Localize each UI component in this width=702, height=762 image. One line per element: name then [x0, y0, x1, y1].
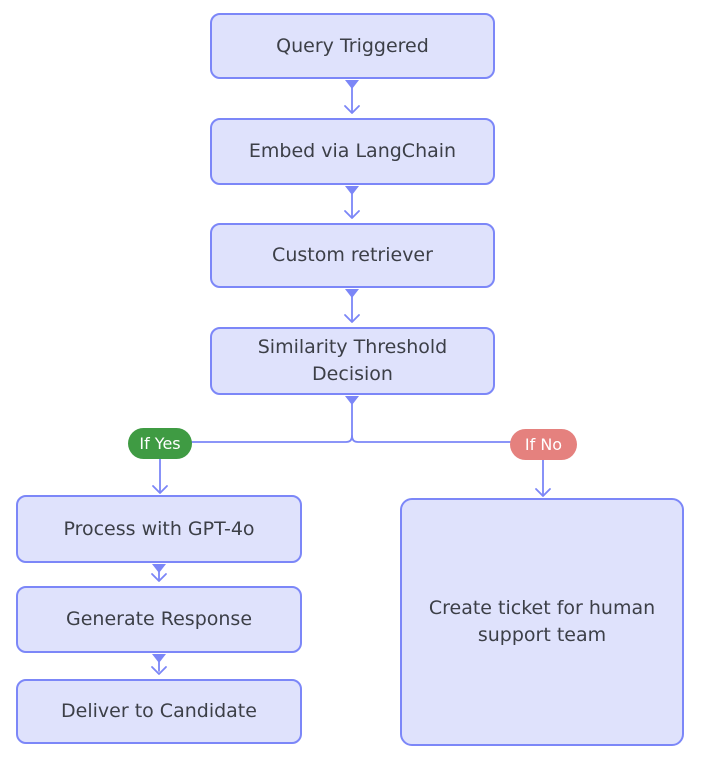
arrow-query-to-embed	[344, 80, 360, 114]
branch-pill-if-yes: If Yes	[128, 428, 192, 459]
node-custom-retriever-label: Custom retriever	[272, 244, 433, 267]
node-deliver-to-candidate-label: Deliver to Candidate	[61, 700, 257, 723]
node-process-with-gpt4o-label: Process with GPT-4o	[63, 517, 255, 540]
arrow-yes-to-process	[152, 457, 168, 494]
node-deliver-to-candidate: Deliver to Candidate	[16, 679, 302, 744]
node-query-triggered: Query Triggered	[210, 13, 495, 79]
node-similarity-threshold-decision-label: Similarity Threshold Decision	[257, 336, 448, 385]
node-embed-via-langchain: Embed via LangChain	[210, 118, 495, 185]
node-process-with-gpt4o: Process with GPT-4o	[16, 495, 302, 563]
arrow-retriever-to-decision	[344, 289, 360, 323]
node-query-triggered-label: Query Triggered	[276, 34, 429, 57]
node-similarity-threshold-decision: Similarity Threshold Decision	[210, 327, 495, 395]
node-embed-via-langchain-label: Embed via LangChain	[248, 140, 457, 163]
branch-pill-if-yes-label: If Yes	[139, 434, 181, 453]
branch-pill-if-no: If No	[510, 429, 577, 460]
node-generate-response: Generate Response	[16, 586, 302, 653]
arrow-no-to-ticket	[535, 458, 551, 497]
node-create-ticket: Create ticket for human support team	[400, 498, 684, 746]
arrow-embed-to-retriever	[344, 186, 360, 219]
arrow-process-to-generate	[151, 564, 167, 582]
branch-split-connector	[191, 396, 511, 443]
branch-pill-if-no-label: If No	[524, 435, 563, 454]
node-generate-response-label: Generate Response	[65, 608, 253, 631]
node-custom-retriever: Custom retriever	[210, 223, 495, 288]
arrow-generate-to-deliver	[151, 654, 167, 675]
node-create-ticket-label: Create ticket for human support team	[428, 597, 656, 646]
